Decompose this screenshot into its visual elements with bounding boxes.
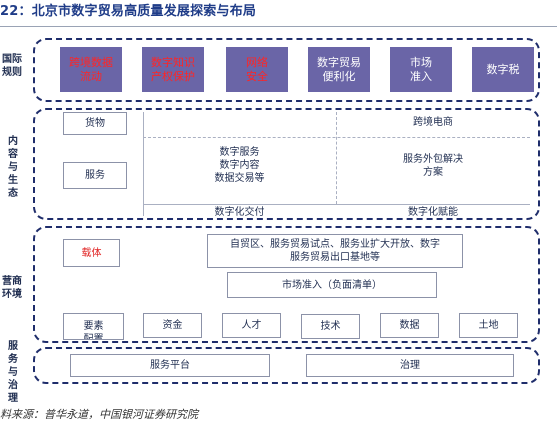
carrier-box: 载体 bbox=[63, 239, 120, 267]
row-label-service-governance: 服务与治理 bbox=[8, 341, 18, 404]
digital-content-item-3: 数据交易等 bbox=[214, 173, 265, 184]
services-box: 服务 bbox=[63, 162, 127, 189]
intl-tile-3-label: 网络安全 bbox=[246, 55, 268, 83]
factor-data-box: 数据 bbox=[380, 313, 439, 338]
service-platform-box: 服务平台 bbox=[70, 354, 270, 377]
international-rules-group bbox=[33, 38, 540, 102]
intl-tile-2-label: 数字知识产权保护 bbox=[151, 55, 195, 83]
intl-tile-5-label: 市场准入 bbox=[410, 55, 432, 83]
ftz-box: 自贸区、服务贸易试点、服务业扩大开放、数字服务贸易出口基地等 bbox=[207, 234, 463, 268]
service-governance-group bbox=[33, 347, 540, 384]
digital-content-list: 数字服务 数字内容 数据交易等 bbox=[143, 146, 336, 185]
factor-capital-box: 资金 bbox=[143, 313, 202, 338]
content-ecology-group bbox=[33, 108, 540, 220]
goods-box: 货物 bbox=[63, 112, 127, 135]
factor-talent-box: 人才 bbox=[222, 313, 281, 338]
row-label-international-rules: 国际规则 bbox=[2, 54, 22, 78]
digital-content-item-1: 数字服务 bbox=[219, 147, 260, 158]
content-grid-row-line bbox=[143, 137, 530, 138]
intl-tile-5: 市场准入 bbox=[390, 47, 452, 92]
intl-tile-1-label: 跨境数据流动 bbox=[69, 55, 113, 83]
digital-content-item-2: 数字内容 bbox=[219, 160, 260, 171]
factor-land-box: 土地 bbox=[459, 313, 518, 338]
digital-empower-label: 数字化赋能 bbox=[408, 207, 458, 218]
factor-technology-box: 技术 bbox=[301, 314, 360, 339]
source-note: 料来源：普华永道，中国银河证券研究院 bbox=[0, 408, 198, 421]
intl-tile-1: 跨境数据流动 bbox=[60, 47, 122, 92]
governance-box: 治理 bbox=[306, 354, 514, 377]
row-label-business-environment: 营商环境 bbox=[2, 276, 22, 300]
outsourcing-solutions-label: 服务外包解决方案 bbox=[403, 154, 463, 178]
business-environment-group bbox=[33, 226, 540, 343]
intl-tile-3: 网络安全 bbox=[226, 47, 288, 92]
figure-title: 22：北京市数字贸易高质量发展探索与布局 bbox=[0, 4, 257, 19]
cross-border-ecommerce-label: 跨境电商 bbox=[413, 117, 453, 128]
digital-delivery-label: 数字化交付 bbox=[214, 207, 265, 218]
content-grid-footer-line bbox=[143, 204, 530, 205]
intl-tile-2: 数字知识产权保护 bbox=[142, 47, 204, 92]
intl-tile-4: 数字贸易便利化 bbox=[308, 47, 370, 92]
intl-tile-6: 数字税 bbox=[472, 47, 534, 92]
market-access-box: 市场准入（负面清单） bbox=[227, 272, 437, 298]
title-rule bbox=[0, 26, 557, 27]
content-grid-mid-line bbox=[336, 112, 337, 204]
row-label-content-ecology: 内容与生态 bbox=[8, 136, 18, 199]
intl-tile-6-label: 数字税 bbox=[486, 62, 520, 76]
intl-tile-4-label: 数字贸易便利化 bbox=[317, 55, 361, 83]
content-grid-left-line bbox=[143, 112, 144, 216]
factor-allocation-box: 要素配置 bbox=[63, 313, 124, 340]
